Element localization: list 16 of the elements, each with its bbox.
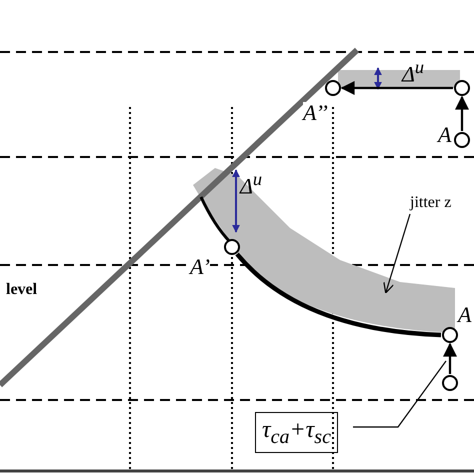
arrow (455, 96, 469, 131)
leader-line (383, 214, 411, 294)
arrow (340, 81, 453, 95)
formula-box: τ$_{ca}$+τ$_{sc}$ (255, 412, 338, 453)
zone-label: jitter z (410, 194, 452, 212)
dimension-label: Δ$^{u}$ (402, 58, 424, 86)
point-marker (442, 374, 458, 390)
curve (235, 252, 442, 338)
point-marker (324, 80, 340, 96)
leader-line (353, 360, 446, 428)
axis-label: level (6, 282, 38, 298)
point-marker (454, 132, 470, 148)
arrow (443, 342, 457, 374)
point-marker (454, 80, 470, 96)
dimension-label: Δ$^{u}$ (240, 170, 262, 198)
point-marker (224, 238, 240, 254)
